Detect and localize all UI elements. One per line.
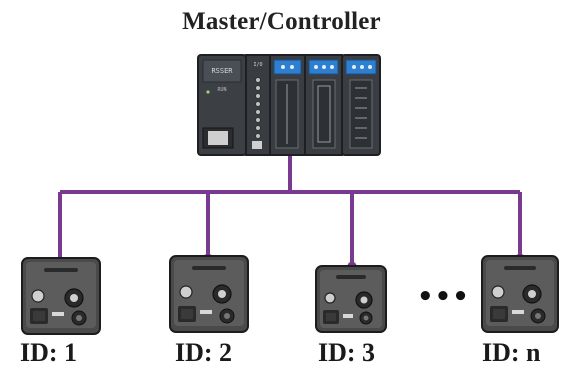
ellipsis-indicator: ••• [417, 282, 470, 312]
plc-module-1 [269, 54, 306, 156]
slave-device-3 [315, 265, 387, 333]
plc-cpu-text: RSSER [211, 67, 233, 75]
diagram-title: Master/Controller [182, 8, 381, 35]
slave-id-label-3: ID: 3 [318, 338, 376, 367]
slave-id-label-2: ID: 2 [175, 338, 233, 367]
plc-module-2 [304, 54, 343, 156]
bus-network [55, 150, 525, 271]
plc-master: RSSER RUN I/O [197, 54, 381, 156]
slave-device-1 [21, 257, 101, 335]
plc-cpu-subtext: RUN [217, 87, 226, 93]
slave-device-n [481, 255, 559, 333]
slave-id-label-n: ID: n [482, 338, 541, 367]
slave-device-2 [169, 255, 249, 333]
slave-id-label-1: ID: 1 [20, 338, 78, 367]
plc-io-text: I/O [253, 62, 262, 68]
plc-module-3 [341, 54, 381, 156]
